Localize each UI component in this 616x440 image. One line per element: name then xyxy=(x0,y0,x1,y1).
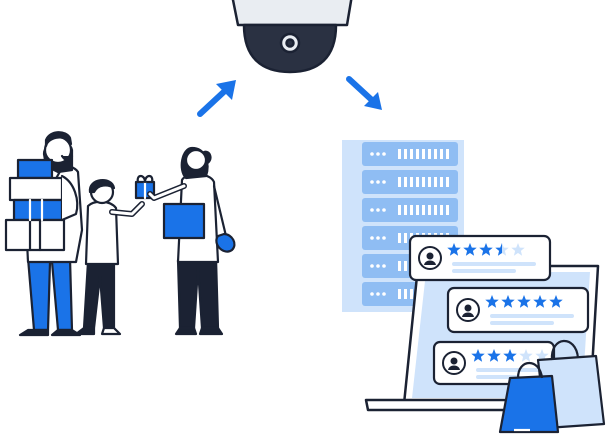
user-avatar-icon xyxy=(418,246,442,270)
rating-star-icon xyxy=(495,243,509,256)
review-card xyxy=(408,234,552,282)
rating-star-icon xyxy=(471,349,485,362)
security-camera-icon xyxy=(231,0,353,74)
rating-star-icon xyxy=(533,295,547,308)
rating-star-icon xyxy=(503,349,517,362)
mother-figure xyxy=(147,146,236,336)
child-figure xyxy=(74,179,145,336)
user-avatar-icon xyxy=(456,298,480,322)
rating-star-icon xyxy=(549,295,563,308)
gift-box-icon xyxy=(134,174,156,200)
server-unit xyxy=(362,198,458,222)
review-text-line xyxy=(490,314,574,318)
father-figure xyxy=(4,131,84,337)
rating-star-icon xyxy=(479,243,493,256)
arrow-up-right-icon xyxy=(197,80,236,117)
review-text-line xyxy=(476,368,540,372)
server-unit xyxy=(362,142,458,166)
shopping-bags-icon xyxy=(498,339,606,434)
review-text-line xyxy=(452,269,516,273)
rating-star-icon xyxy=(463,243,477,256)
family-group xyxy=(4,131,236,337)
rating-star-icon xyxy=(519,349,533,362)
rating-star-icon xyxy=(447,243,461,256)
review-text-line xyxy=(452,262,536,266)
rating-star-icon xyxy=(487,349,501,362)
rating-star-icon xyxy=(501,295,515,308)
server-unit xyxy=(362,170,458,194)
rating-star-icon xyxy=(485,295,499,308)
review-card xyxy=(446,286,590,334)
review-text-line xyxy=(490,321,554,325)
rating-star-icon xyxy=(511,243,525,256)
rating-star-icon xyxy=(517,295,531,308)
rating-star-icon xyxy=(535,349,549,362)
arrow-down-right-icon xyxy=(346,76,382,110)
user-avatar-icon xyxy=(442,351,466,375)
